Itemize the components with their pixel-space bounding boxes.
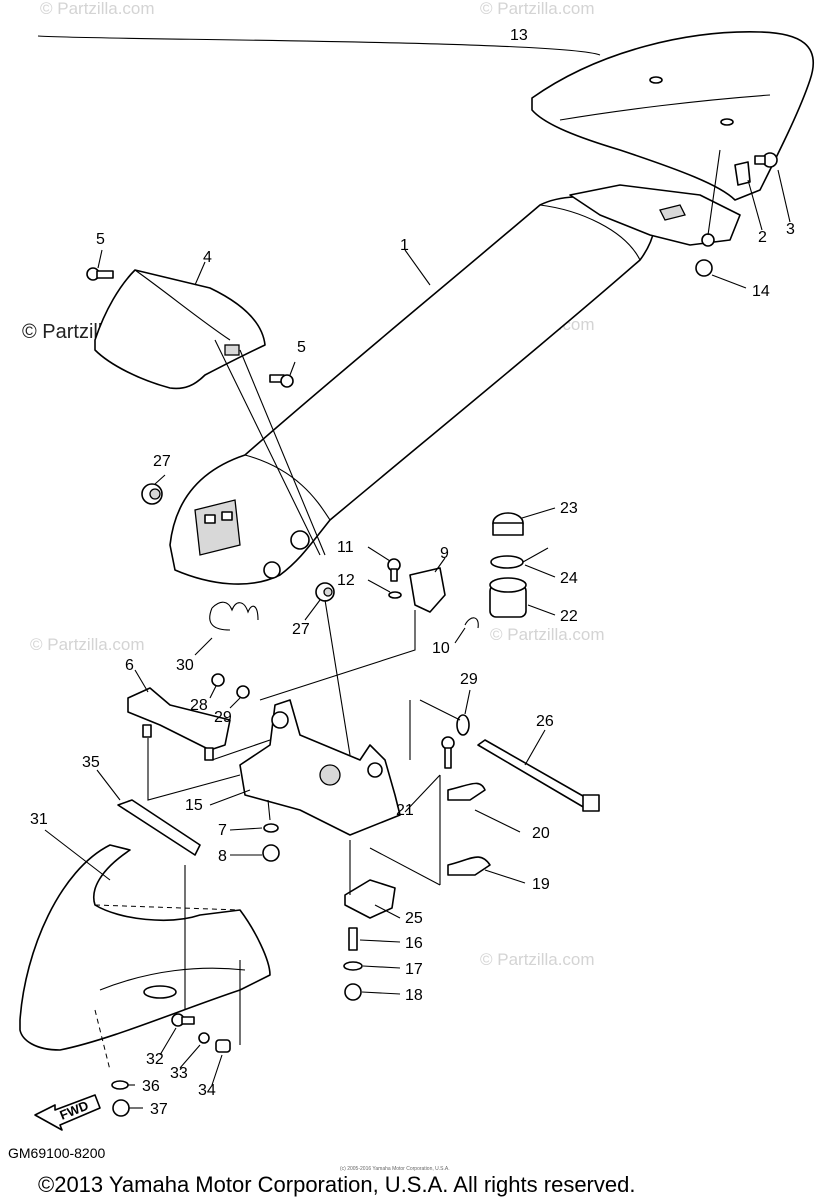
part-30-spring (209, 601, 259, 631)
callout-20: 20 (532, 825, 550, 842)
callout-18: 18 (405, 987, 423, 1004)
callout-29-right: 29 (460, 671, 478, 688)
part-21-bolt (441, 736, 455, 769)
callout-numbers: 1 2 3 4 5 5 6 7 8 9 10 11 12 13 14 15 16… (30, 27, 795, 1118)
callout-34: 34 (198, 1082, 216, 1099)
part-29-washer-left (236, 685, 250, 699)
part-37-nut (112, 1099, 130, 1117)
callout-6: 6 (125, 657, 134, 674)
callout-8: 8 (218, 848, 227, 865)
part-7-washer (263, 823, 279, 833)
callout-14: 14 (752, 283, 770, 300)
callout-23: 23 (560, 500, 578, 517)
callout-30: 30 (176, 657, 194, 674)
callout-28: 28 (190, 697, 208, 714)
callout-5-upper: 5 (96, 231, 105, 248)
part-17-washer (343, 961, 363, 971)
fwd-arrow-icon: FWD (34, 1094, 101, 1131)
part-34-collar (215, 1039, 231, 1053)
watermark-top-right: © Partzilla.com (480, 0, 595, 18)
watermark-mid-right-2: © Partzilla.com (490, 625, 605, 644)
callout-36: 36 (142, 1078, 160, 1095)
callout-15: 15 (185, 797, 203, 814)
part-28-nut (211, 673, 225, 687)
diagram-code: GM69100-8200 (8, 1145, 106, 1161)
part-29-washer-right (456, 714, 470, 736)
part-12-washer (388, 591, 402, 599)
part-31-front-cover (19, 844, 271, 1051)
fine-print: (c) 2005-2016 Yamaha Motor Corporation, … (340, 1166, 450, 1172)
callout-3: 3 (786, 221, 795, 238)
part-14-nut (695, 259, 713, 277)
callout-25: 25 (405, 910, 423, 927)
part-23-cap (492, 512, 524, 536)
callout-35: 35 (82, 754, 100, 771)
callout-26: 26 (536, 713, 554, 730)
part-27-bushing-upper (141, 483, 163, 505)
callout-13: 13 (510, 27, 528, 44)
callout-7: 7 (218, 822, 227, 839)
part-22-grommet (489, 577, 527, 618)
callout-2: 2 (758, 229, 767, 246)
callout-29-left: 29 (214, 709, 232, 726)
callout-9: 9 (440, 545, 449, 562)
part-1-frame (169, 184, 741, 585)
callout-12: 12 (337, 572, 355, 589)
assembly-lines (94, 149, 721, 1071)
part-2-clip (734, 161, 751, 186)
part-35-bracket (117, 799, 201, 856)
watermark-top-left: © Partzilla.com (40, 0, 155, 18)
callout-19: 19 (532, 876, 550, 893)
part-9-bracket (409, 567, 446, 613)
part-33-washer (198, 1032, 210, 1044)
callout-leaders (37, 35, 791, 1109)
part-10-pin (464, 617, 479, 629)
callout-22: 22 (560, 608, 578, 625)
callout-27-lower: 27 (292, 621, 310, 638)
callout-11: 11 (337, 539, 354, 556)
watermark-mid-left: © Partzilla.com (30, 635, 145, 654)
part-16-stud (348, 927, 358, 951)
callout-5-lower: 5 (297, 339, 306, 356)
part-6-stopper (127, 687, 231, 761)
part-8-nut (262, 844, 280, 862)
callout-10: 10 (432, 640, 450, 657)
part-18-nut (344, 983, 362, 1001)
callout-31: 31 (30, 811, 48, 828)
part-36-washer (111, 1080, 129, 1090)
callout-4: 4 (203, 249, 212, 266)
part-13-seat (531, 31, 815, 201)
part-11-screw (387, 558, 401, 582)
part-15-base (239, 699, 401, 836)
callout-37: 37 (150, 1101, 168, 1118)
watermark-bottom-right: © Partzilla.com (480, 950, 595, 969)
callout-17: 17 (405, 961, 423, 978)
callout-27-upper: 27 (153, 453, 171, 470)
part-4-cover (94, 269, 266, 390)
callout-33: 33 (170, 1065, 188, 1082)
part-3-bolt (754, 152, 778, 168)
part-20-clamp (447, 782, 486, 801)
part-27-bushing-lower (315, 582, 335, 602)
part-25-plate (344, 879, 396, 919)
callout-16: 16 (405, 935, 423, 952)
callout-21: 21 (396, 802, 414, 819)
callout-1: 1 (400, 237, 409, 254)
copyright-notice: ©2013 Yamaha Motor Corporation, U.S.A. A… (38, 1172, 635, 1197)
part-5-bolt-lower (269, 374, 294, 388)
callout-24: 24 (560, 570, 578, 587)
part-24-band (490, 547, 549, 569)
part-5-bolt-upper (86, 267, 114, 281)
callout-32: 32 (146, 1051, 164, 1068)
part-19-clamp (447, 856, 491, 876)
part-32-bolt (171, 1013, 195, 1027)
part-26-bolt (477, 739, 600, 812)
